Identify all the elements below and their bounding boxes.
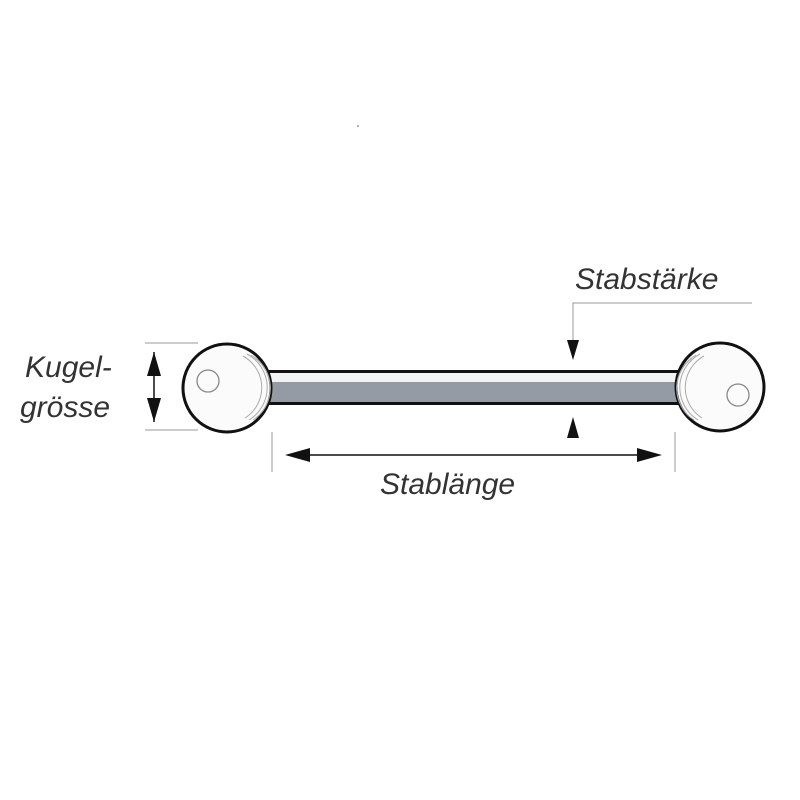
bar-length-arrow [285,448,662,462]
ball-size-label-line1: Kugel- [25,351,112,384]
left-ball [181,342,273,434]
ball-size-extension-lines [145,342,198,431]
right-ball [674,341,766,433]
bar-thickness-label: Stabstärke [575,263,719,296]
ball-size-arrow [147,352,161,422]
bar-length-label: Stablänge [380,468,516,501]
bar-length-extension-lines [271,432,676,472]
speck [357,125,359,127]
ball-size-label-line2: grösse [20,391,111,424]
bar-thickness-arrows [567,302,752,438]
bar [266,370,680,405]
